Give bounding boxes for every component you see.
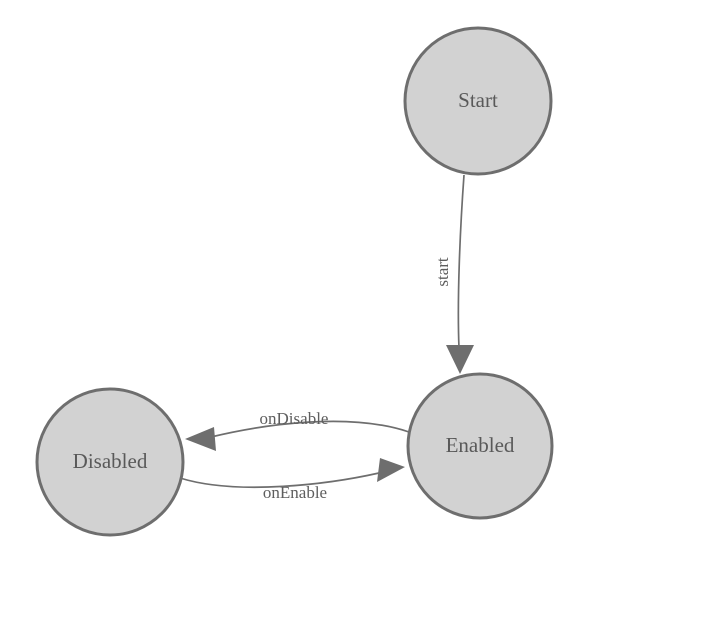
node-label-disabled: Disabled <box>73 449 148 473</box>
edge-start-to-enabled[interactable]: start <box>433 174 474 374</box>
edge-group: start onDisable onEnable <box>179 174 474 502</box>
node-label-start: Start <box>458 88 498 112</box>
edge-label-start: start <box>433 257 452 287</box>
edge-path-enabled-to-disabled[interactable] <box>210 420 410 438</box>
edge-path-start-to-enabled[interactable] <box>457 174 465 349</box>
node-enabled[interactable]: Enabled <box>406 372 554 520</box>
node-group: Start Enabled Disabled <box>35 26 554 537</box>
arrowhead-icon-disabled-to-enabled <box>377 458 405 482</box>
node-start[interactable]: Start <box>403 26 553 176</box>
edge-disabled-to-enabled[interactable]: onEnable <box>179 458 405 502</box>
edge-path-disabled-to-enabled[interactable] <box>179 472 380 489</box>
node-circle-disabled[interactable] <box>35 387 185 537</box>
edge-label-ondisable: onDisable <box>260 409 329 428</box>
node-circle-start[interactable] <box>403 26 553 176</box>
edge-label-onenable: onEnable <box>263 483 327 502</box>
edge-enabled-to-disabled[interactable]: onDisable <box>185 409 410 451</box>
arrowhead-icon-start-to-enabled <box>446 345 474 374</box>
node-label-enabled: Enabled <box>446 433 515 457</box>
node-circle-enabled[interactable] <box>406 372 554 520</box>
arrowhead-icon-enabled-to-disabled <box>185 427 216 451</box>
node-disabled[interactable]: Disabled <box>35 387 185 537</box>
